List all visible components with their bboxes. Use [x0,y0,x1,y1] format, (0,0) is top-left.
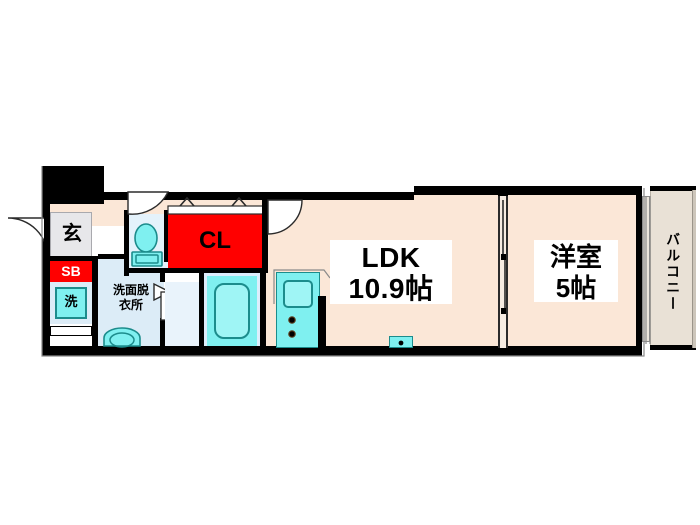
washroom-label-line1: 洗面脱 [112,283,149,297]
wall-toilet-right [164,210,169,262]
kitchen-partition [318,296,326,348]
wall-toilet-left [124,210,129,276]
unit-outline [41,166,645,357]
ldk-label-plate [330,240,452,304]
washroom-label-line2: 衣所 [118,298,143,312]
entrance-door-frame [44,212,50,262]
balcony-label: バルコニー [665,232,682,312]
kitchen-counter-outline [273,269,331,304]
washbasin [103,327,141,348]
washitsu-name-label: 洋室 [549,242,602,272]
balcony-railing [692,190,696,348]
floor-outlet-dot [398,340,404,346]
wall-genkan-shoebox-top [50,256,98,261]
ldk-name-label: LDK [361,242,421,273]
toilet-door[interactable] [126,190,170,216]
wall-toilet-bottom [124,268,170,273]
exterior-wall-bottom [42,346,642,356]
partition-sliding-door[interactable] [498,196,508,348]
partition-door-leaves [501,200,506,314]
exterior-wall-top-mid [104,192,370,200]
exterior-wall-right [634,186,642,356]
bathtub-inner [214,283,250,339]
exterior-wall-top-right [414,186,638,195]
wall-genkan-right [92,260,98,346]
wall-washroom-right-lower [160,318,165,346]
kitchen-sink [283,280,313,308]
wall-bath-right [260,268,266,346]
exterior-wall-left [42,204,50,354]
shoebox-label: SB [61,263,81,279]
hallway-wet-strip [165,282,203,346]
washitsu-label-plate [534,240,618,302]
closet-area [168,214,262,268]
toilet [131,223,163,267]
exterior-wall-top-left [42,166,104,204]
balcony-sliding-door-lines [645,196,651,344]
washitsu-size-label: 5帖 [555,273,597,303]
ldk-floor-upper-right [414,195,498,205]
genkan-label: 玄 [62,223,82,245]
wall-bath-left [199,268,204,346]
washitsu-floor-top [508,195,608,219]
balcony-outer-wall-bottom [650,345,696,350]
stove [288,316,296,338]
closet-label: CL [199,227,231,254]
balcony-outer-wall-top [650,186,696,191]
genkan-area [50,212,92,260]
wall-closet-right [262,196,268,272]
shoebox-area [50,260,92,282]
ldk-entry-door[interactable] [266,198,306,238]
wall-bath-top [164,268,268,273]
genkan-step-slot [50,326,92,336]
washer-pan [55,287,87,319]
washer-label: 洗 [64,294,78,309]
ldk-size-label: 10.9帖 [348,273,434,304]
